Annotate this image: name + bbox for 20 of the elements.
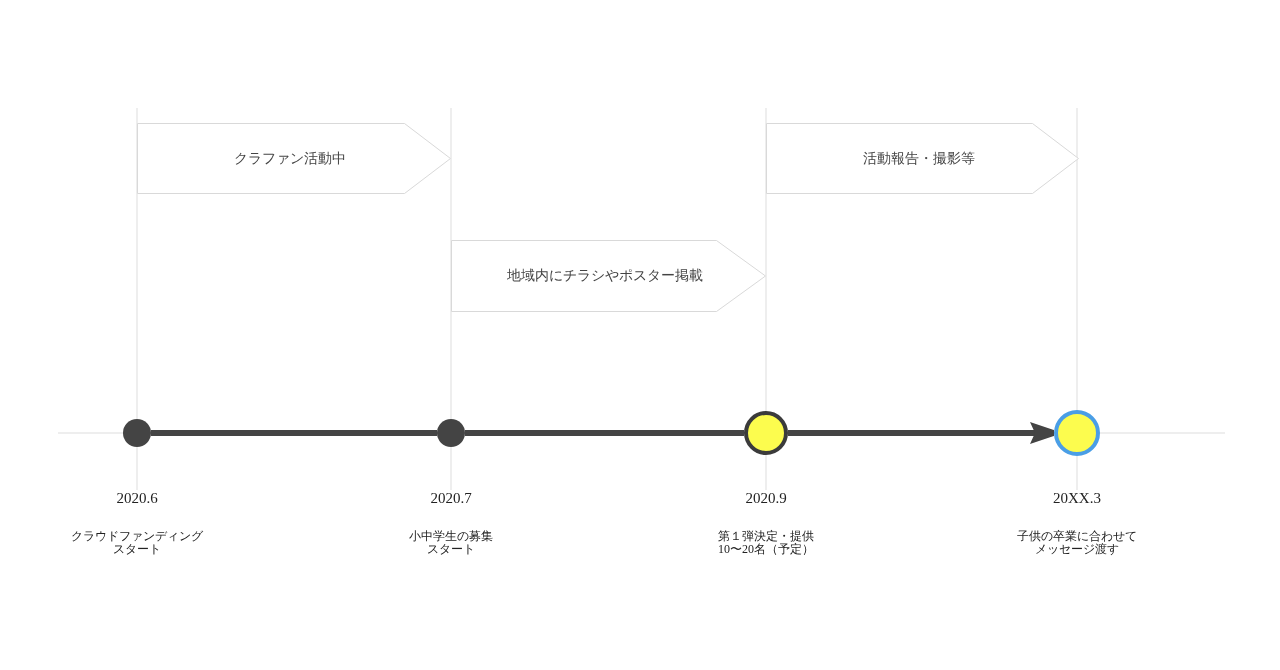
milestone-circle bbox=[744, 411, 788, 455]
phase-arrow bbox=[451, 240, 766, 312]
phase-arrow bbox=[766, 123, 1079, 194]
date-label: 20XX.3 bbox=[1053, 489, 1101, 507]
milestone-dot bbox=[123, 419, 151, 447]
phase-label: 活動報告・撮影等 bbox=[862, 149, 975, 168]
date-label: 2020.7 bbox=[430, 489, 472, 507]
milestone-caption: 小中学生の募集スタート bbox=[408, 530, 494, 556]
timeline-line bbox=[151, 430, 437, 436]
phase-label: 地域内にチラシやポスター掲載 bbox=[506, 267, 703, 285]
milestone-caption: 第１弾決定・提供10〜20名（予定） bbox=[717, 530, 815, 556]
milestone-circle bbox=[1054, 410, 1100, 456]
timeline-line bbox=[465, 430, 744, 436]
date-label: 2020.6 bbox=[116, 489, 158, 507]
milestone-dot bbox=[437, 419, 465, 447]
milestone-caption: 子供の卒業に合わせてメッセージ渡す bbox=[1016, 530, 1138, 556]
date-label: 2020.9 bbox=[745, 489, 787, 507]
phase-arrow bbox=[137, 123, 451, 194]
phase-label: クラファン活動中 bbox=[234, 149, 346, 168]
milestone-caption: クラウドファンディングスタート bbox=[70, 530, 204, 556]
